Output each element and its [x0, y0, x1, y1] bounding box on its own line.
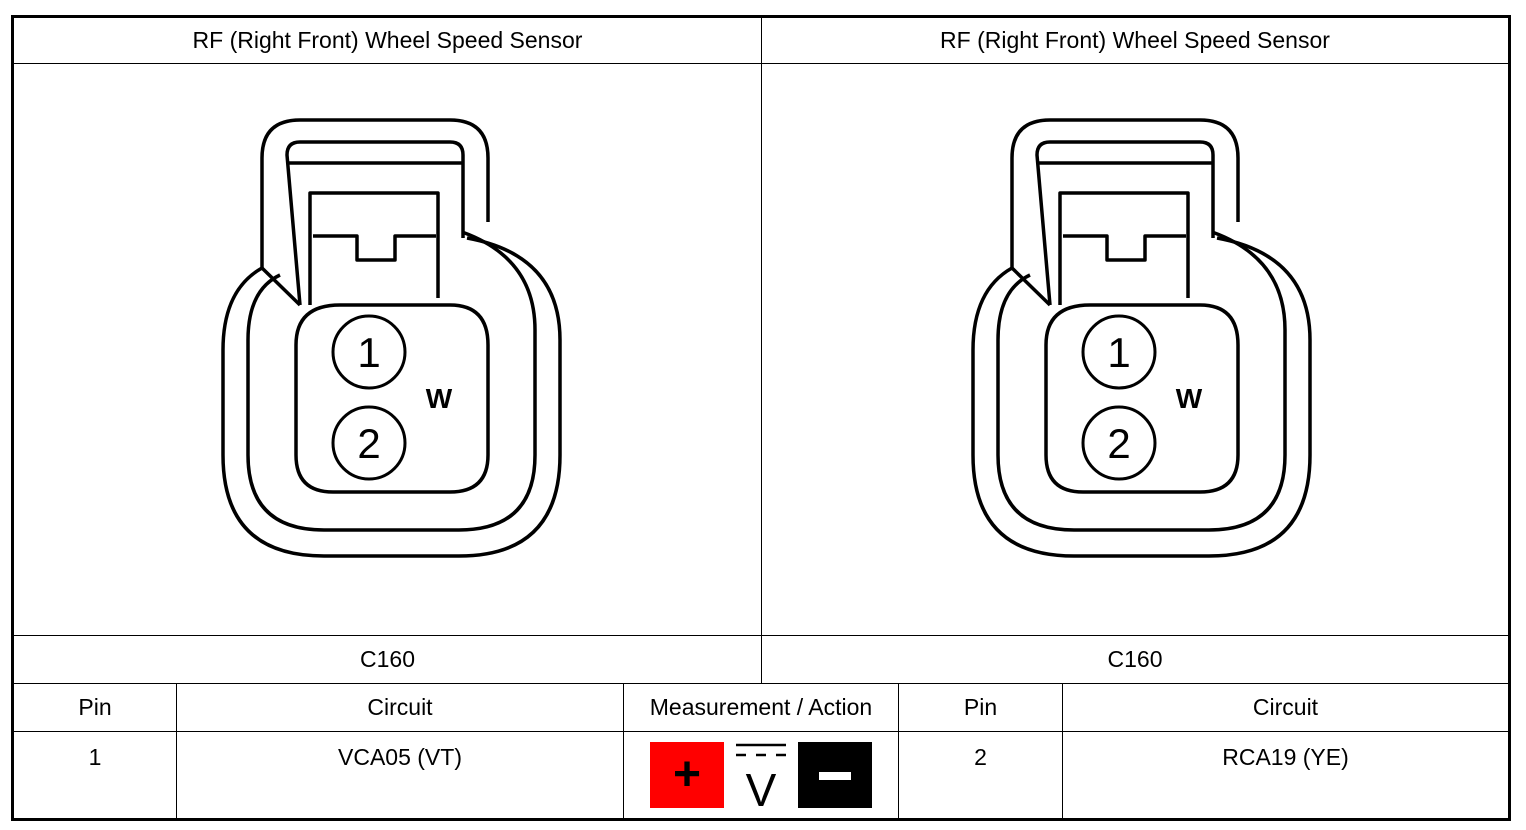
pin-1-circle: [331, 314, 407, 390]
header-pin-b: Pin: [963, 694, 998, 720]
plus-probe-icon: +: [650, 742, 724, 808]
volt-symbol: V: [746, 764, 777, 810]
pin-2-circle: [1081, 405, 1157, 481]
grid-line: [623, 684, 624, 819]
grid-line: [761, 16, 762, 684]
row-circuit-a: VCA05 (VT): [338, 744, 462, 770]
header-circuit-a: Circuit: [367, 694, 433, 720]
key-mark: W: [426, 383, 453, 414]
plus-symbol: +: [673, 748, 701, 801]
grid-line: [12, 731, 1510, 732]
right-connector-face: 1 2 W: [971, 118, 1312, 558]
header-pin-a: Pin: [78, 694, 112, 720]
right-connector-id: C160: [1107, 646, 1163, 672]
left-connector-title: RF (Right Front) Wheel Speed Sensor: [192, 27, 583, 53]
minus-probe-icon: [798, 742, 872, 808]
pin-1-circle: [1081, 314, 1157, 390]
header-circuit-b: Circuit: [1252, 694, 1319, 720]
row-pin-a: 1: [88, 744, 102, 770]
pin-1-label: 1: [357, 329, 380, 376]
grid-line: [176, 684, 177, 819]
pin-1-label: 1: [1107, 329, 1130, 376]
pin-2-label: 2: [1107, 420, 1130, 467]
left-connector-id: C160: [360, 646, 415, 672]
row-pin-b: 2: [974, 744, 987, 770]
left-connector-face: 1 2 W: [221, 118, 562, 558]
key-mark: W: [1176, 383, 1203, 414]
pin-2-label: 2: [357, 420, 380, 467]
measurement-icons: + V: [650, 742, 872, 810]
pin-2-circle: [331, 405, 407, 481]
dc-voltmeter-icon: V: [736, 743, 786, 810]
grid-line: [1062, 684, 1063, 819]
grid-line: [898, 684, 899, 819]
header-measurement-action: Measurement / Action: [649, 694, 873, 720]
row-circuit-b: RCA19 (YE): [1222, 744, 1349, 770]
right-connector-title: RF (Right Front) Wheel Speed Sensor: [940, 27, 1330, 53]
